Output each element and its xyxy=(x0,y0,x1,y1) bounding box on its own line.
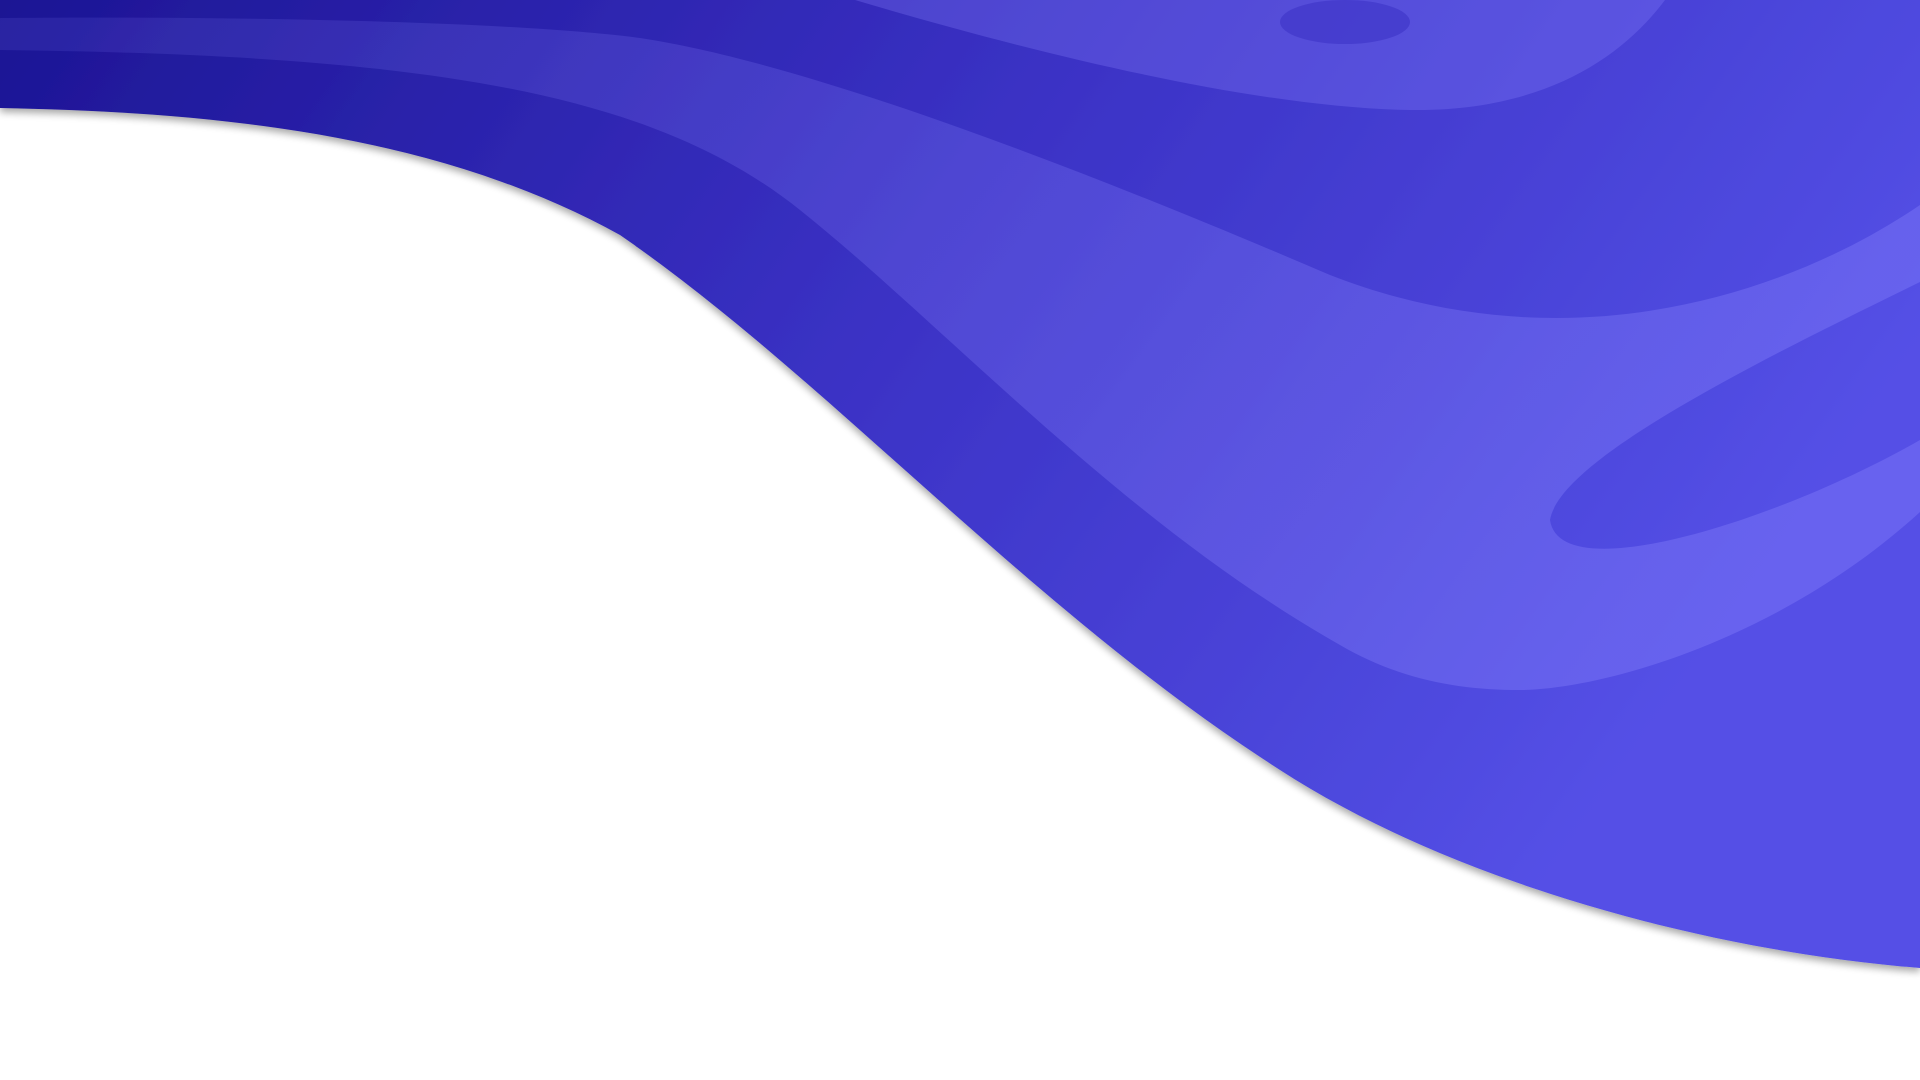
main-wave-shape xyxy=(0,0,1920,968)
top-ellipse-shape xyxy=(1280,0,1410,44)
top-streak-shape xyxy=(855,0,1665,111)
light-band-shape xyxy=(0,17,1920,690)
